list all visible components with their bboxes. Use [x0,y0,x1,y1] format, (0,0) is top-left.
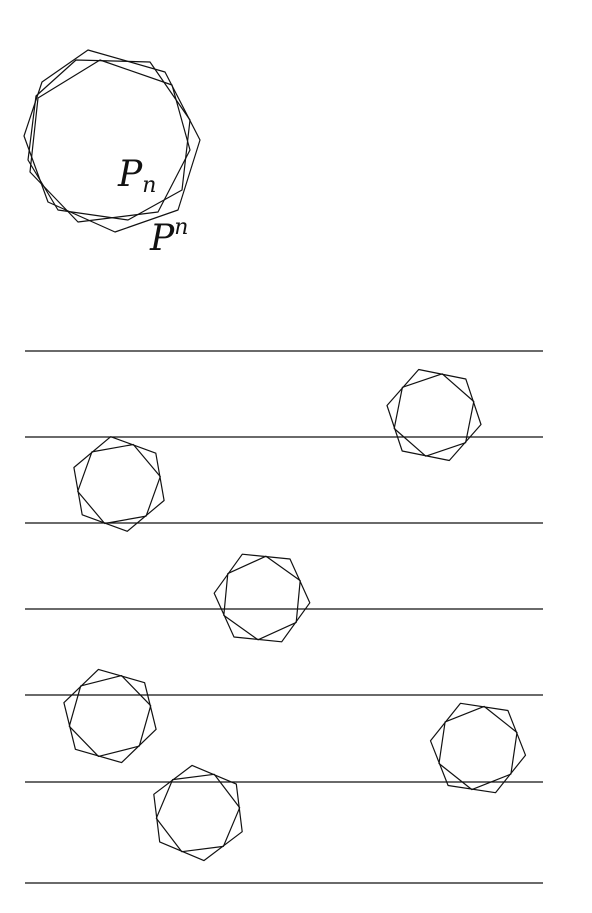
inner-polygon [29,59,191,223]
inner-hexagon [223,555,301,641]
hexagon-pair [63,668,157,764]
inner-hexagon [438,705,518,791]
outer-hexagon [153,764,243,862]
hexagon-pair [153,764,243,862]
inner-polygon-alt [27,59,191,221]
outer-polygon [23,49,201,233]
inner-hexagon [155,773,241,853]
hexagon-pairs [63,368,527,862]
inner-hexagon [393,373,475,457]
hexagon-pair [429,702,527,794]
parallel-lines [25,350,543,884]
outer-hexagon [63,668,157,764]
outer-hexagon [73,436,165,532]
outer-hexagon [386,368,482,462]
inner-hexagon [68,674,152,758]
hexagon-pair [386,368,482,462]
inner-hexagon [77,443,161,525]
inner-polygon-label: Pn [117,154,156,198]
outer-polygon-label: Pn [149,215,188,259]
outer-hexagon [429,702,527,794]
outer-hexagon [213,553,311,643]
hexagon-pair [73,436,165,532]
reference-polygon-pair: Pn Pn [23,49,201,259]
hexagon-pair [213,553,311,643]
